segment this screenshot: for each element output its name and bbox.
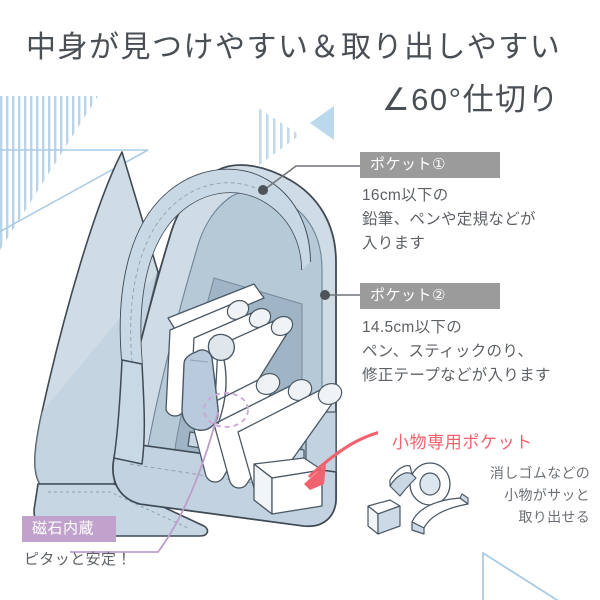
description-pocket-1: 16cm以下の 鉛筆、ペンや定規などが 入ります bbox=[362, 187, 536, 252]
magnet-tab bbox=[181, 333, 235, 431]
badge-magnet: 磁石内蔵 bbox=[22, 516, 116, 542]
description-small-items: 消しゴムなどの 小物がサッと 取り出せる bbox=[489, 465, 590, 525]
deco-outline-triangle-bottom-right bbox=[482, 551, 559, 600]
case-top-flap bbox=[113, 168, 311, 465]
description-pocket-2: 14.5cm以下の ペン、スティックのり、 修正テープなどが入ります bbox=[362, 319, 551, 384]
headline-line-1: 中身が見つけやすい＆取り出しやすい bbox=[26, 31, 562, 64]
magnet-leader-line bbox=[70, 411, 219, 553]
pocket-arrow bbox=[304, 430, 378, 490]
headline: 中身が見つけやすい＆取り出しやすい ∠60°仕切り bbox=[0, 22, 600, 119]
magnet-marker-circle bbox=[203, 392, 249, 428]
pencil-case-illustration bbox=[33, 151, 378, 553]
eraser-box bbox=[253, 457, 323, 515]
badge-pocket-2: ポケット② bbox=[360, 283, 500, 309]
label-small-items-pocket: 小物専用ポケット bbox=[392, 433, 533, 452]
headline-line-2: ∠60°仕切り bbox=[381, 82, 560, 117]
badge-pocket-1: ポケット① bbox=[360, 152, 500, 178]
magnet-subtext: ピタッと安定！ bbox=[24, 551, 132, 568]
